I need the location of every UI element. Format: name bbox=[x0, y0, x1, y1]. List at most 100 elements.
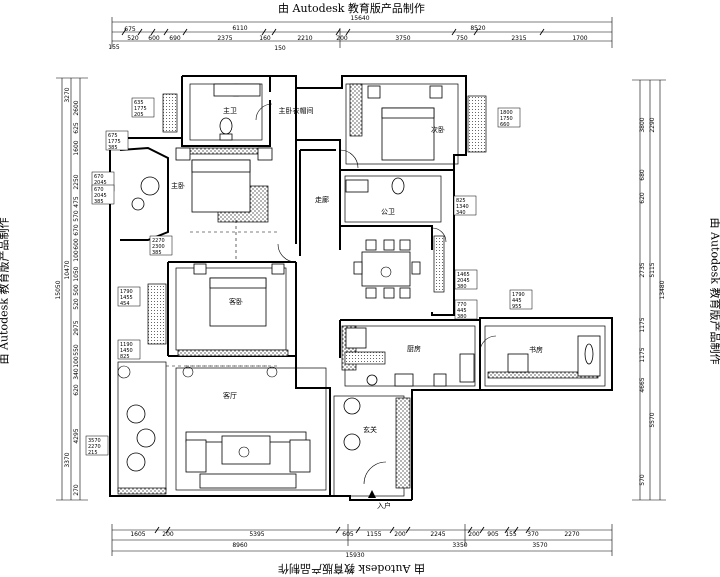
dim-top-detail-6: 2210 bbox=[297, 35, 312, 42]
dashed-lines bbox=[166, 220, 280, 367]
window-tag-line: 1450 bbox=[120, 348, 133, 354]
watermark-bottom: 由 Autodesk 教育版产品制作 bbox=[278, 562, 425, 575]
room-label-public-bath: 公卫 bbox=[381, 208, 395, 216]
dim-bottom-detail-10: 370 bbox=[527, 531, 539, 538]
dim-top-overall: 15640 bbox=[350, 15, 369, 22]
window-tag-line: 825 bbox=[456, 198, 466, 204]
watermark-top: 由 Autodesk 教育版产品制作 bbox=[278, 2, 425, 15]
dim-bottom-detail-11: 2270 bbox=[564, 531, 579, 538]
dim-bottom-detail-8: 905 bbox=[487, 531, 499, 538]
dim-left-mid-1: 10470 bbox=[64, 260, 71, 279]
window-tag-line: 670 bbox=[94, 187, 104, 193]
window-tag-line: 2045 bbox=[94, 180, 107, 186]
dimension-texts-left: 15050 3270 10470 3370 2600 625 1600 2250… bbox=[55, 87, 80, 496]
window-tag-line: 3570 bbox=[88, 438, 101, 444]
dim-left-mid-2: 3370 bbox=[64, 452, 71, 467]
dim-bottom-overall: 15930 bbox=[345, 552, 364, 559]
window-tag-box bbox=[453, 195, 477, 216]
dim-bottom-detail-1: 200 bbox=[162, 531, 174, 538]
dim-top-small-0: 155 bbox=[108, 44, 120, 51]
dim-left-detail-10: 500 bbox=[73, 284, 80, 296]
dim-left-detail-3: 2250 bbox=[73, 174, 80, 189]
dim-top-mid-0: 6110 bbox=[232, 25, 247, 32]
dim-bottom-detail-0: 1605 bbox=[130, 531, 145, 538]
room-label-kitchen: 厨房 bbox=[407, 344, 421, 353]
dim-right-detail-5: 1175 bbox=[639, 347, 646, 362]
window-tag-line: 385 bbox=[94, 199, 104, 205]
dim-right-mid-0: 2290 bbox=[649, 117, 656, 132]
window-tag-line: 385 bbox=[152, 250, 162, 256]
dim-top-detail-0: 675 bbox=[124, 26, 136, 33]
window-tag-box bbox=[85, 435, 109, 456]
dim-top-mid-1: 8520 bbox=[470, 25, 485, 32]
dim-right-mid-2: 5570 bbox=[649, 412, 656, 427]
dim-top-detail-7: 200 bbox=[336, 35, 348, 42]
window-tag-line: 445 bbox=[457, 308, 467, 314]
dim-top-small-1: 150 bbox=[274, 45, 286, 52]
dim-top-detail-2: 600 bbox=[148, 35, 160, 42]
dim-top-detail-4: 2375 bbox=[217, 35, 232, 42]
window-tag-box bbox=[117, 339, 141, 360]
dim-right-mid-1: 5115 bbox=[649, 262, 656, 277]
dim-top-detail-5: 160 bbox=[259, 35, 271, 42]
window-tag-line: 2045 bbox=[94, 193, 107, 199]
room-label-entrance: 入户 bbox=[377, 501, 391, 510]
window-tag-line: 1790 bbox=[120, 289, 133, 295]
dim-left-detail-13: 550 bbox=[73, 344, 80, 356]
dim-right-detail-0: 3800 bbox=[639, 117, 646, 132]
dim-top-detail-8: 3750 bbox=[395, 35, 410, 42]
window-tag-box bbox=[454, 299, 478, 320]
window-tag-line: 215 bbox=[88, 450, 98, 456]
window-tag-box bbox=[131, 97, 155, 118]
dim-left-detail-14: 100 bbox=[73, 356, 80, 368]
room-label-foyer: 玄关 bbox=[363, 425, 377, 434]
dimension-ticks bbox=[121, 28, 545, 534]
dim-bottom-detail-3: 605 bbox=[342, 531, 354, 538]
dim-right-detail-4: 1175 bbox=[639, 317, 646, 332]
furniture bbox=[126, 83, 601, 489]
window-tag-line: 205 bbox=[134, 112, 144, 118]
window-tag-line: 385 bbox=[108, 145, 118, 151]
dim-right-detail-6: 4665 bbox=[639, 377, 646, 392]
dim-bottom-mid-2: 3570 bbox=[532, 542, 547, 549]
window-tags: 6351775205675177538567020453856702045385… bbox=[85, 97, 533, 456]
window-tag-line: 675 bbox=[108, 133, 118, 139]
dim-top-detail-1: 520 bbox=[127, 35, 139, 42]
room-label-second-bedroom: 次卧 bbox=[431, 125, 445, 134]
dim-top-detail-3: 690 bbox=[169, 35, 181, 42]
dim-left-detail-1: 625 bbox=[73, 122, 80, 134]
window-tag-line: 825 bbox=[120, 354, 130, 360]
window-tag-box bbox=[105, 130, 129, 151]
room-label-corridor: 走廊 bbox=[315, 195, 329, 204]
window-tag-line: 770 bbox=[457, 302, 467, 308]
dim-bottom-detail-5: 200 bbox=[394, 531, 406, 538]
dim-left-detail-4: 475 bbox=[73, 196, 80, 208]
room-label-guest-bedroom: 客卧 bbox=[229, 297, 243, 306]
window-tag-line: 1790 bbox=[512, 292, 525, 298]
room-label-study: 书房 bbox=[529, 345, 543, 354]
dim-left-detail-8: 100 bbox=[73, 250, 80, 262]
room-label-master-bath: 主卫 bbox=[223, 106, 237, 115]
dim-bottom-mid-1: 3350 bbox=[452, 542, 467, 549]
window-tag-line: 660 bbox=[500, 122, 510, 128]
window-tag-line: 670 bbox=[94, 174, 104, 180]
window-tag-box bbox=[509, 289, 533, 310]
dim-bottom-detail-7: 200 bbox=[468, 531, 480, 538]
watermark-right: 由 Autodesk 教育版产品制作 bbox=[708, 218, 720, 365]
window-tag-line: 380 bbox=[457, 314, 467, 320]
window-tag-box bbox=[497, 107, 521, 128]
window-tag-line: 1775 bbox=[134, 106, 147, 112]
watermark-left: 由 Autodesk 教育版产品制作 bbox=[0, 217, 11, 365]
dim-left-detail-18: 270 bbox=[73, 484, 80, 496]
dim-bottom-detail-2: 5395 bbox=[249, 531, 264, 538]
dim-left-detail-17: 4295 bbox=[73, 428, 80, 443]
window-tag-line: 445 bbox=[512, 298, 522, 304]
dim-left-mid-0: 3270 bbox=[64, 87, 71, 102]
room-label-master-bedroom: 主卧 bbox=[171, 181, 185, 190]
